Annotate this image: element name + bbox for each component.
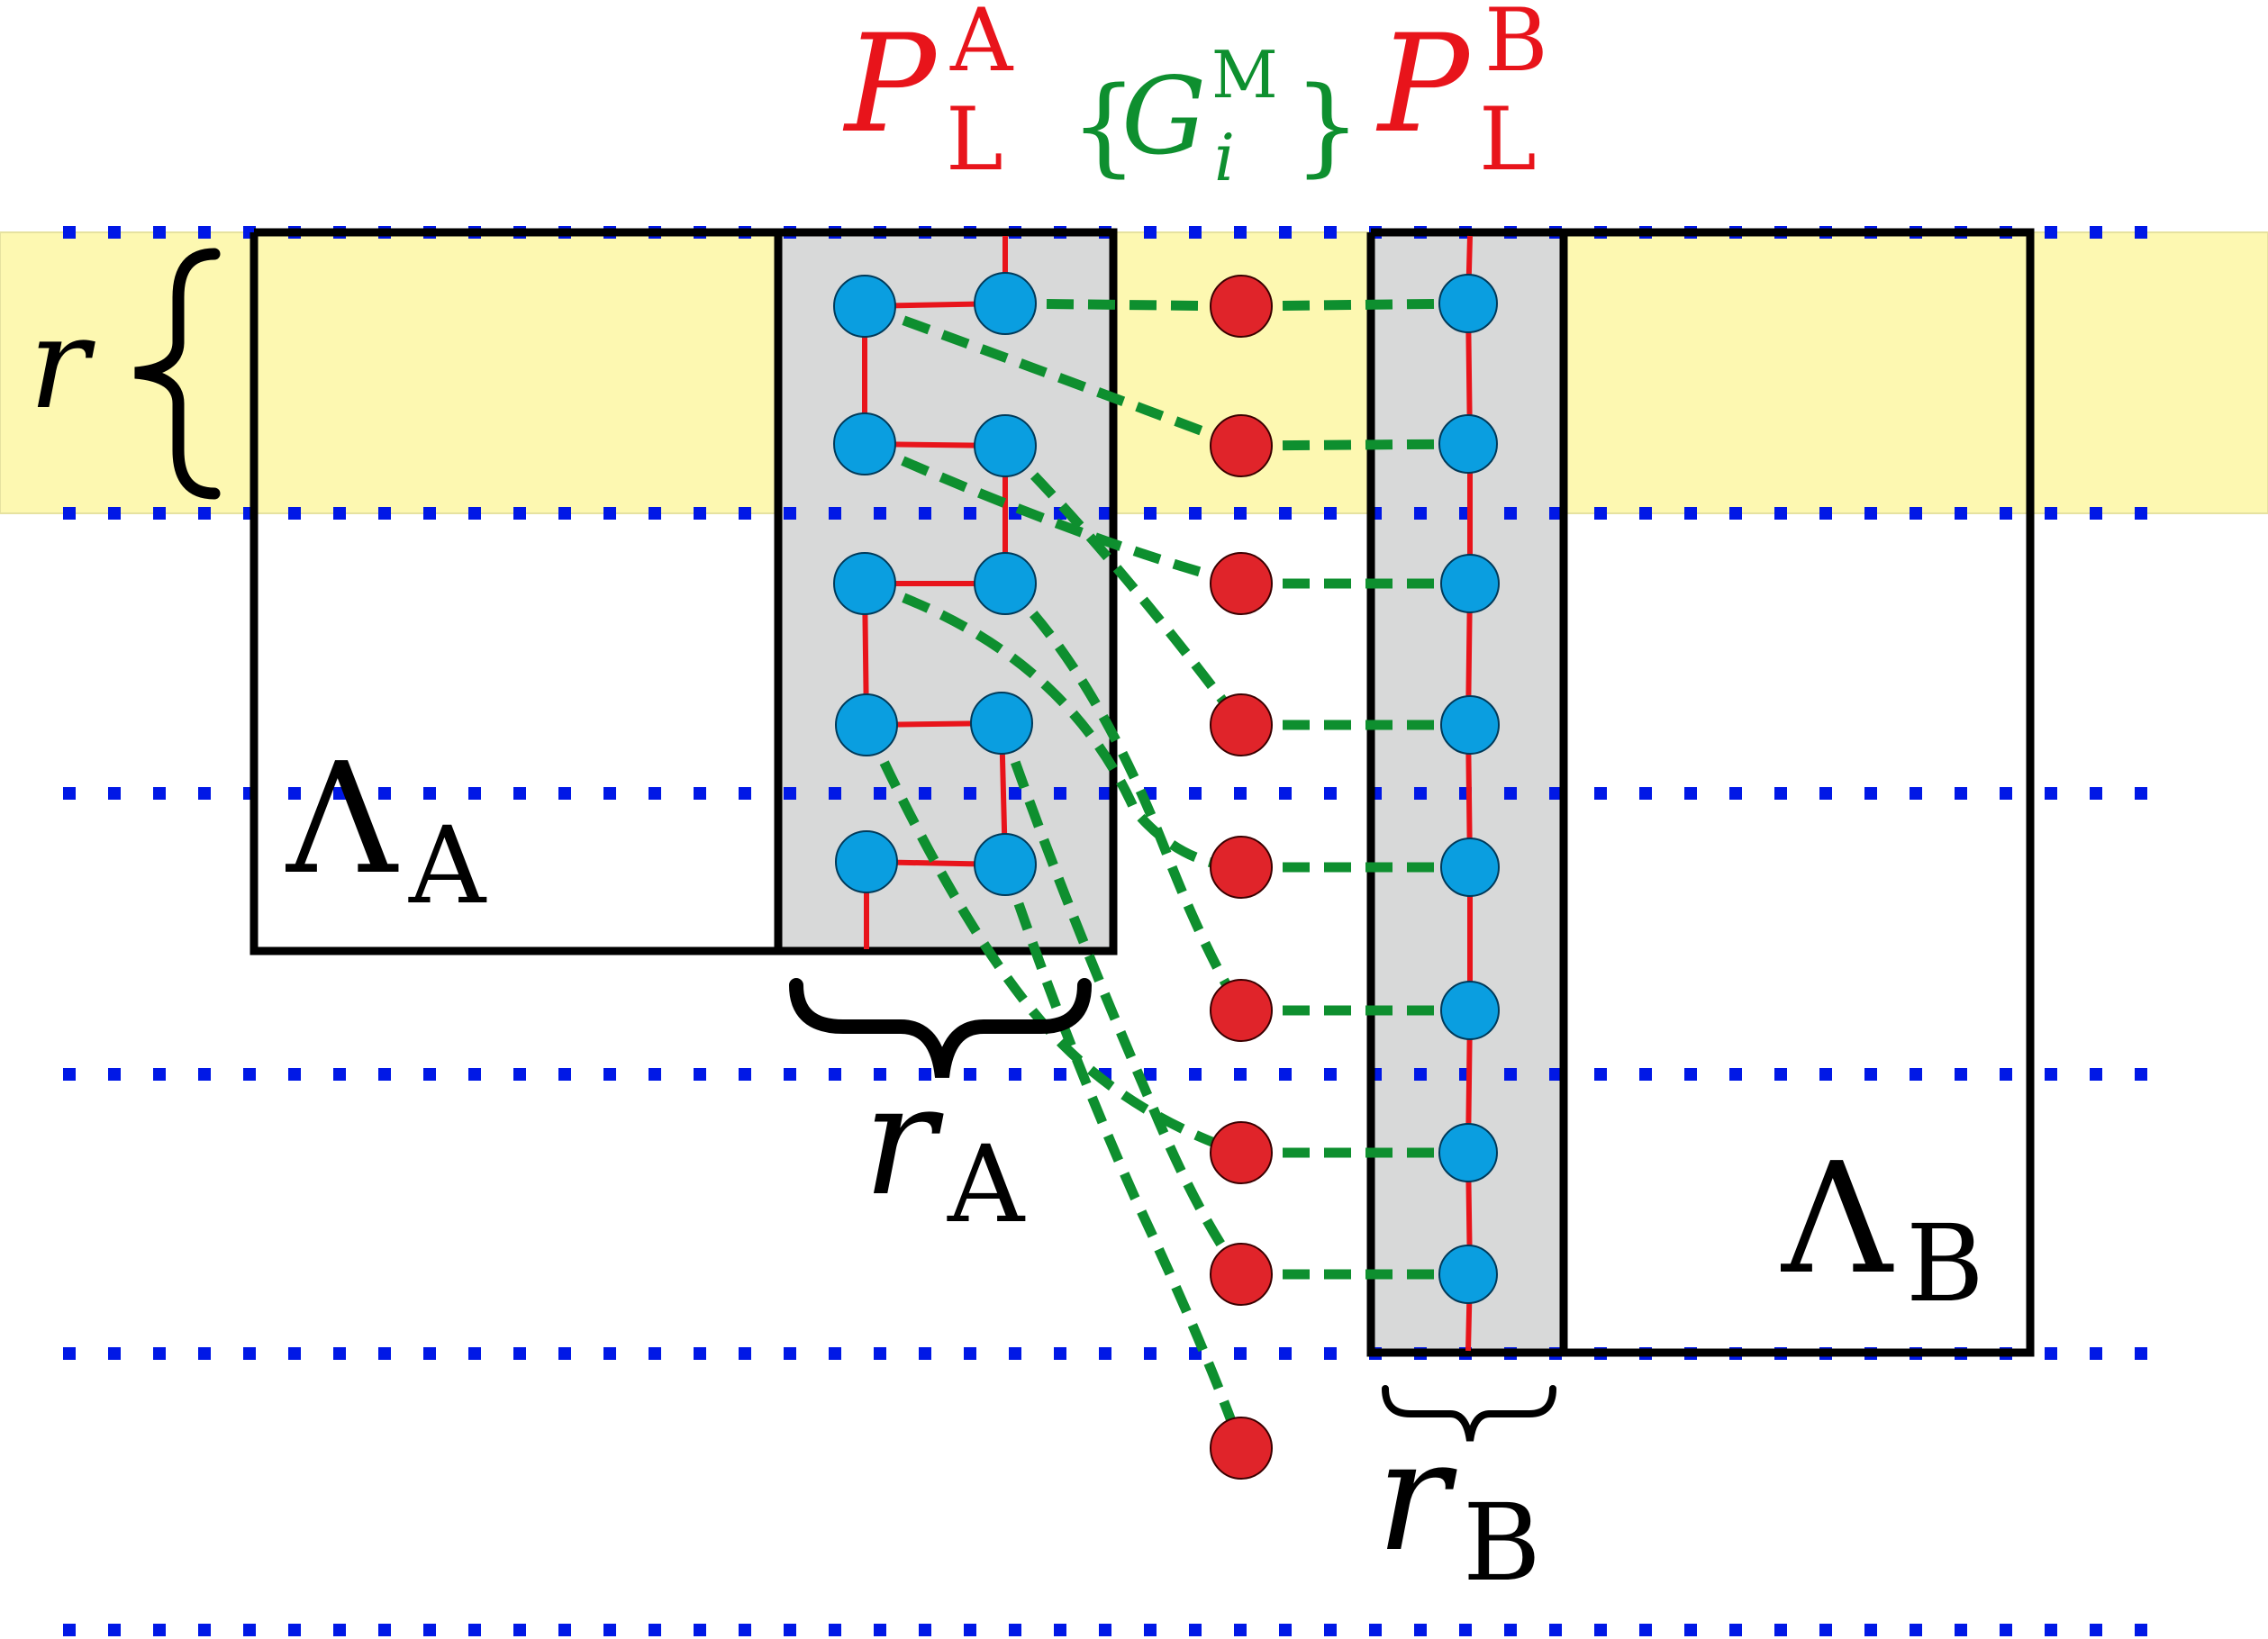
box-lambda-a	[249, 228, 1118, 955]
node-red	[1210, 979, 1273, 1042]
label-gm-close: }	[1293, 63, 1361, 187]
label-rb: r	[1376, 1408, 1457, 1586]
label-rb-sub: B	[1463, 1481, 1541, 1605]
node-blue	[1440, 981, 1500, 1040]
box-lambda-b	[1366, 228, 2035, 1357]
node-red	[1210, 552, 1273, 615]
node-blue	[1438, 1245, 1498, 1304]
node-blue	[970, 692, 1033, 755]
node-blue	[974, 833, 1037, 896]
red-nodes	[1210, 275, 1273, 1480]
node-blue	[1440, 838, 1500, 897]
label-plb: P	[1375, 6, 1472, 163]
brace-ra	[789, 978, 1092, 1079]
right-chain-bonds	[1465, 235, 1474, 1352]
node-red	[1210, 693, 1273, 756]
node-blue	[835, 693, 898, 756]
node-red	[1210, 414, 1273, 477]
label-r: r	[29, 291, 95, 438]
label-gm-sub: i	[1214, 120, 1235, 195]
label-gm-main: G	[1121, 54, 1206, 178]
label-lambda-a: Λ	[286, 730, 399, 909]
node-red	[1210, 1417, 1273, 1480]
label-pla: P	[842, 6, 939, 163]
brace-r	[134, 248, 221, 500]
node-blue	[835, 830, 898, 893]
node-blue	[1438, 274, 1498, 333]
node-blue	[1438, 1123, 1498, 1182]
node-blue	[1440, 695, 1500, 755]
label-plb-sup: B	[1484, 0, 1548, 91]
node-blue	[974, 552, 1037, 615]
label-plb-sub: L	[1479, 89, 1537, 190]
node-red	[1210, 1243, 1273, 1306]
label-lambda-b: Λ	[1781, 1130, 1894, 1308]
label-ra: r	[863, 1052, 944, 1230]
label-lambda-a-sub: A	[408, 803, 487, 928]
brace-rb	[1382, 1385, 1556, 1442]
label-pla-sup: A	[949, 0, 1014, 91]
node-blue	[974, 272, 1037, 335]
node-blue	[833, 412, 896, 475]
region-boxes	[249, 228, 2035, 1357]
node-red	[1210, 1121, 1273, 1184]
yellow-band	[0, 231, 2268, 514]
node-red	[1210, 836, 1273, 899]
label-lambda-b-sub: B	[1906, 1201, 1984, 1326]
node-red	[1210, 275, 1273, 338]
left-blue-nodes	[833, 272, 1037, 896]
node-blue	[974, 414, 1037, 477]
label-pla-sub: L	[946, 89, 1003, 190]
right-blue-nodes	[1438, 274, 1500, 1304]
node-blue	[1438, 414, 1498, 474]
node-blue	[833, 552, 896, 615]
label-gm-open: {	[1070, 63, 1138, 187]
node-blue	[1440, 554, 1500, 613]
label-gm-sup: M	[1211, 37, 1278, 113]
node-blue	[833, 275, 896, 338]
label-ra-sub: A	[947, 1122, 1026, 1246]
